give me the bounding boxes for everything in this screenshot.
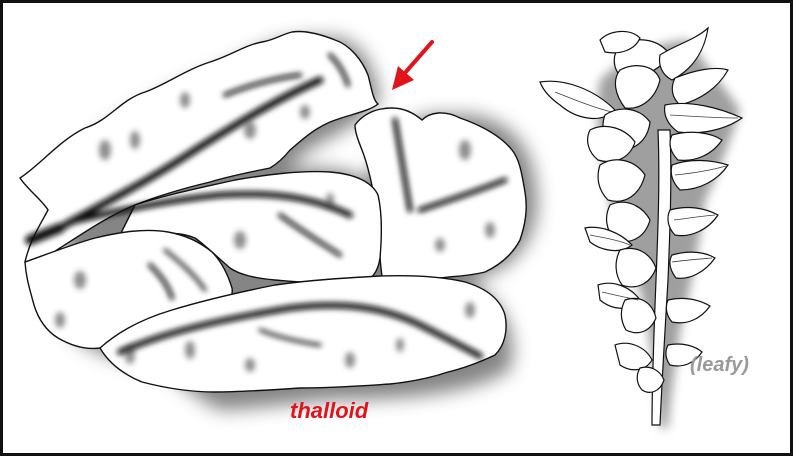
leafy-label: (leafy) (690, 354, 749, 377)
thalloid-label: thalloid (290, 398, 368, 424)
